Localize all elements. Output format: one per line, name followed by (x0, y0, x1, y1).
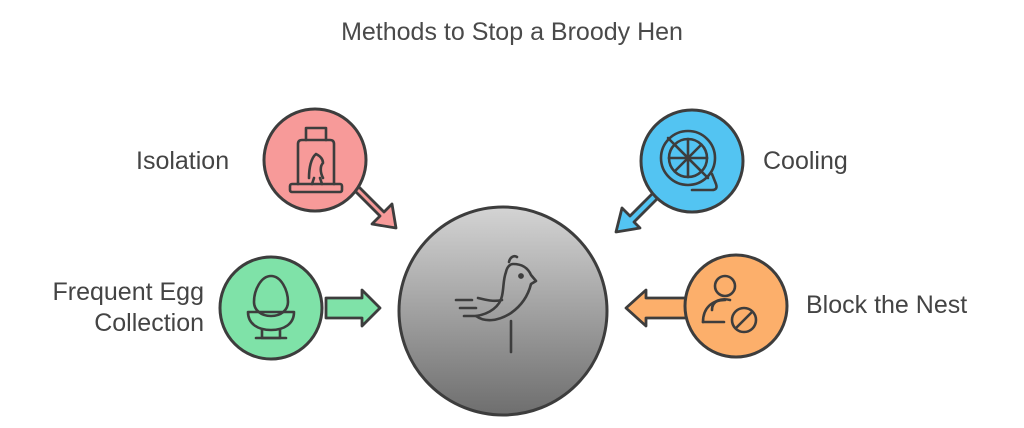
method-block-nest (624, 253, 789, 359)
diagram-title: Methods to Stop a Broody Hen (341, 18, 683, 46)
egg-collection-circle (218, 255, 324, 361)
isolation-label: Isolation (136, 147, 230, 175)
no-access-person-icon (701, 274, 758, 334)
method-isolation (262, 107, 398, 230)
block-nest-circle (683, 253, 789, 359)
egg-collection-label-line1: Frequent Egg (52, 278, 205, 306)
block-nest-arrow (624, 288, 688, 328)
egg-collection-label-line2: Collection (94, 309, 204, 337)
method-egg-collection (218, 255, 382, 361)
pet-carrier-icon (288, 126, 344, 194)
block-nest-label: Block the Nest (806, 291, 968, 319)
cooling-fan-icon (659, 129, 718, 192)
isolation-circle (262, 107, 368, 213)
egg-collection-arrow (324, 288, 382, 328)
center-node (397, 205, 609, 417)
bird-icon (454, 254, 538, 354)
egg-collection-label: Frequent Egg Collection (0, 277, 205, 339)
method-cooling (614, 108, 745, 234)
cooling-label: Cooling (763, 147, 848, 175)
egg-cup-icon (246, 274, 296, 340)
